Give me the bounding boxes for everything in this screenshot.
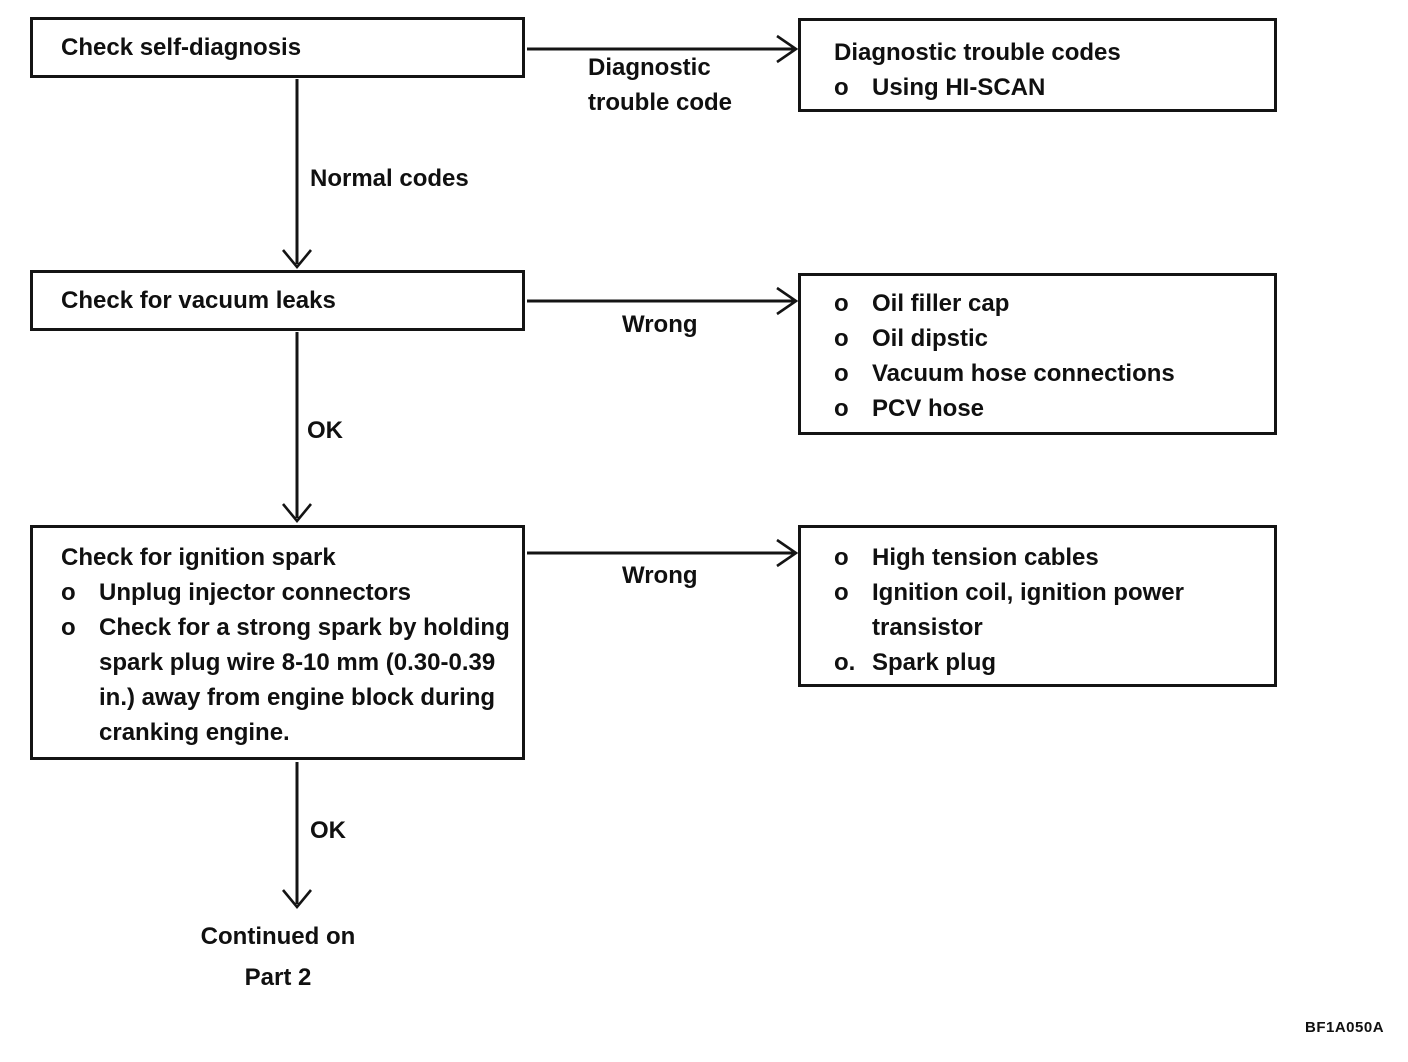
list-item: o Ignition coil, ignition power transist… (834, 575, 1262, 645)
continued-on-part-2: Continued on Part 2 (200, 923, 356, 991)
edge-label-diagnostic-trouble-code: Diagnostic trouble code (588, 54, 733, 116)
bullet-text: Oil filler cap (872, 290, 1010, 317)
box-title: Check for ignition spark (61, 544, 336, 571)
box-title: Check for vacuum leaks (61, 287, 336, 314)
box-check-ignition-spark: Check for ignition spark o Unplug inject… (30, 525, 525, 760)
box-check-vacuum-leaks: Check for vacuum leaks (30, 270, 525, 331)
box-check-self-diagnosis: Check self-diagnosis (30, 17, 525, 78)
list-item: o Check for a strong spark by holding sp… (61, 610, 510, 750)
box-title: Diagnostic trouble codes (834, 39, 1121, 66)
list-item: o Unplug injector connectors (61, 575, 510, 610)
bullet-marker: o. (834, 649, 856, 676)
list-item: o Using HI-SCAN (834, 70, 1264, 105)
edge-label-wrong-vacuum: Wrong (622, 311, 698, 338)
box-vacuum-leak-causes: o Oil filler cap o Oil dipstic o Vacuum … (798, 273, 1277, 435)
bullet-marker: o (834, 360, 849, 387)
bullet-marker: o (834, 544, 849, 571)
box-title: Check self-diagnosis (61, 34, 302, 61)
list-item: o Oil dipstic (834, 321, 1264, 356)
box-ignition-spark-causes: o High tension cables o Ignition coil, i… (798, 525, 1277, 687)
box-diagnostic-trouble-codes: Diagnostic trouble codes o Using HI-SCAN (798, 18, 1277, 112)
list-item: o PCV hose (834, 391, 1264, 426)
bullet-marker: o (834, 290, 849, 317)
bullet-text: PCV hose (872, 395, 985, 422)
list-item: o Vacuum hose connections (834, 356, 1264, 391)
bullet-text: Ignition coil, ignition power transistor (872, 579, 1184, 641)
bullet-text: Check for a strong spark by holding spar… (99, 614, 510, 746)
bullet-marker: o (61, 614, 76, 641)
bullet-marker: o (834, 325, 849, 352)
bullet-text: Spark plug (872, 649, 997, 676)
edge-label-normal-codes: Normal codes (310, 165, 469, 192)
bullet-marker: o (834, 395, 849, 422)
bullet-marker: o (61, 579, 76, 606)
list-item: o High tension cables (834, 540, 1262, 575)
arrow-normal-codes (281, 79, 313, 270)
list-item: o Oil filler cap (834, 286, 1264, 321)
bullet-text: High tension cables (872, 544, 1099, 571)
arrow-ok-spark (281, 762, 313, 910)
bullet-marker: o (834, 74, 849, 101)
figure-code: BF1A050A (1305, 1019, 1385, 1036)
edge-label-ok-spark: OK (310, 817, 346, 844)
edge-label-ok-vacuum: OK (307, 417, 343, 444)
edge-label-wrong-spark: Wrong (622, 562, 698, 589)
bullet-text: Oil dipstic (872, 325, 989, 352)
list-item: o. Spark plug (834, 645, 1262, 680)
bullet-text: Unplug injector connectors (99, 579, 412, 606)
bullet-text: Vacuum hose connections (872, 360, 1175, 387)
bullet-marker: o (834, 579, 849, 606)
bullet-text: Using HI-SCAN (872, 74, 1046, 101)
